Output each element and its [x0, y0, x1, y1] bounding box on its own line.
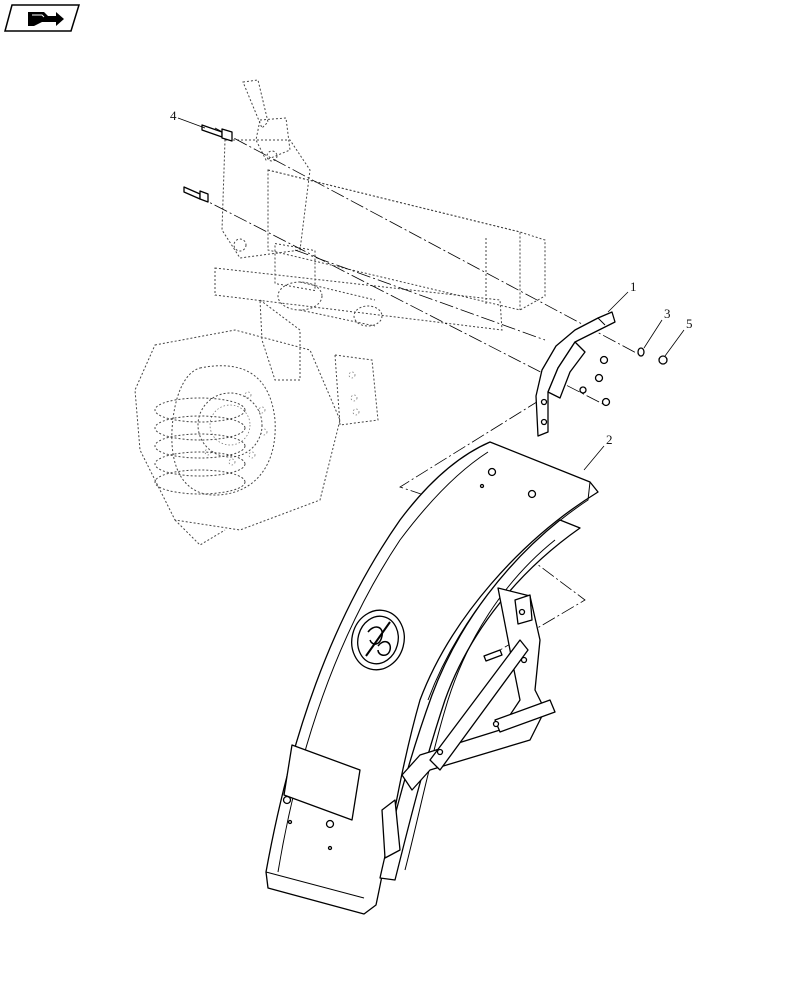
axle-assembly-ghost [134, 79, 546, 546]
callout-label-1: 1 [630, 279, 637, 294]
callout-4: 4 [170, 108, 206, 129]
fender-logo-icon [351, 609, 405, 671]
callout-label-4: 4 [170, 108, 177, 123]
nut-item-5 [658, 355, 668, 365]
next-page-arrow-icon [28, 12, 64, 26]
callout-label-5: 5 [686, 316, 693, 331]
nuts-near-bracket [579, 355, 611, 407]
fender-item-2[interactable] [265, 441, 599, 915]
callout-5: 5 [664, 316, 693, 357]
callout-label-2: 2 [606, 432, 613, 447]
callout-3: 3 [643, 306, 671, 349]
fender-bracket-item-1[interactable] [535, 311, 616, 437]
fender-support-frame [381, 587, 556, 859]
next-page-button[interactable] [4, 4, 80, 32]
callout-label-3: 3 [664, 306, 671, 321]
washer-item-3 [637, 347, 645, 357]
bolt-item-4 [183, 124, 233, 203]
callout-2: 2 [583, 432, 613, 471]
callout-1: 1 [607, 279, 637, 313]
